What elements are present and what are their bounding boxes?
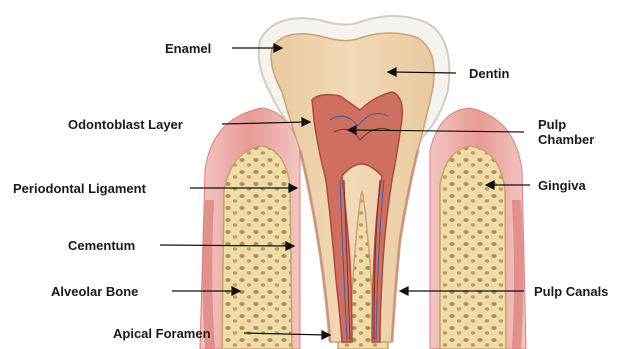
label-pulp-chamber-line2: Chamber <box>538 132 594 147</box>
label-enamel: Enamel <box>165 41 211 56</box>
label-dentin: Dentin <box>469 66 509 81</box>
label-cementum: Cementum <box>68 238 135 253</box>
label-pulp-canals: Pulp Canals <box>534 284 608 299</box>
label-pulp-chamber-line1: Pulp <box>538 117 594 132</box>
label-periodontal-ligament: Periodontal Ligament <box>13 181 146 196</box>
label-apical-foramen: Apical Foramen <box>113 326 211 341</box>
label-pulp-chamber: Pulp Chamber <box>538 117 594 147</box>
label-odontoblast-layer: Odontoblast Layer <box>68 117 183 132</box>
label-gingiva: Gingiva <box>538 178 586 193</box>
label-alveolar-bone: Alveolar Bone <box>51 284 138 299</box>
